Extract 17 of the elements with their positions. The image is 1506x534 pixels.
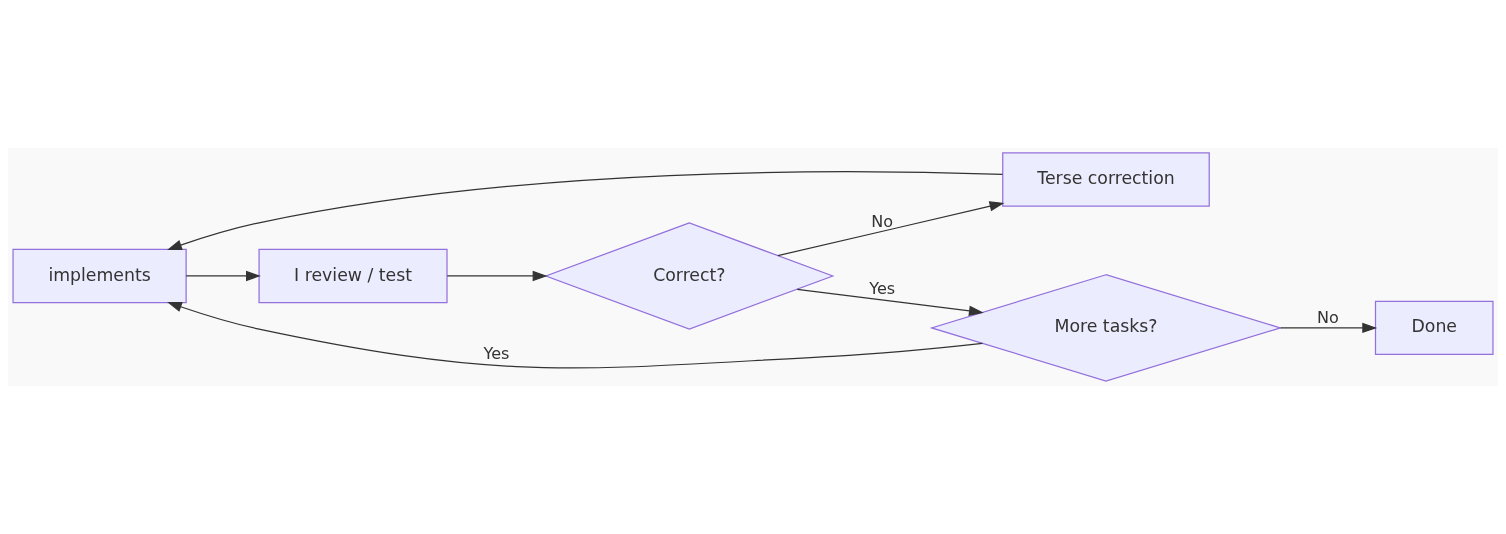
arrow — [185, 270, 261, 282]
arrow — [167, 171, 1004, 250]
edge-label: No — [871, 212, 894, 231]
node-diamond: More tasks? — [929, 274, 1283, 382]
edge-label: Yes — [483, 344, 510, 364]
arrow — [777, 201, 1005, 257]
node-box: Done — [1374, 300, 1494, 356]
arrow — [796, 288, 984, 317]
edge-label: No — [1316, 308, 1339, 328]
arrow — [167, 302, 984, 369]
node-box: Terse correction — [1002, 152, 1210, 207]
node-box: I review / test — [258, 248, 448, 304]
arrow — [446, 270, 548, 282]
edge-label: Yes — [869, 278, 896, 298]
arrow — [1280, 322, 1378, 334]
node-diamond: Correct? — [544, 222, 835, 330]
node-box: implements — [12, 248, 187, 304]
